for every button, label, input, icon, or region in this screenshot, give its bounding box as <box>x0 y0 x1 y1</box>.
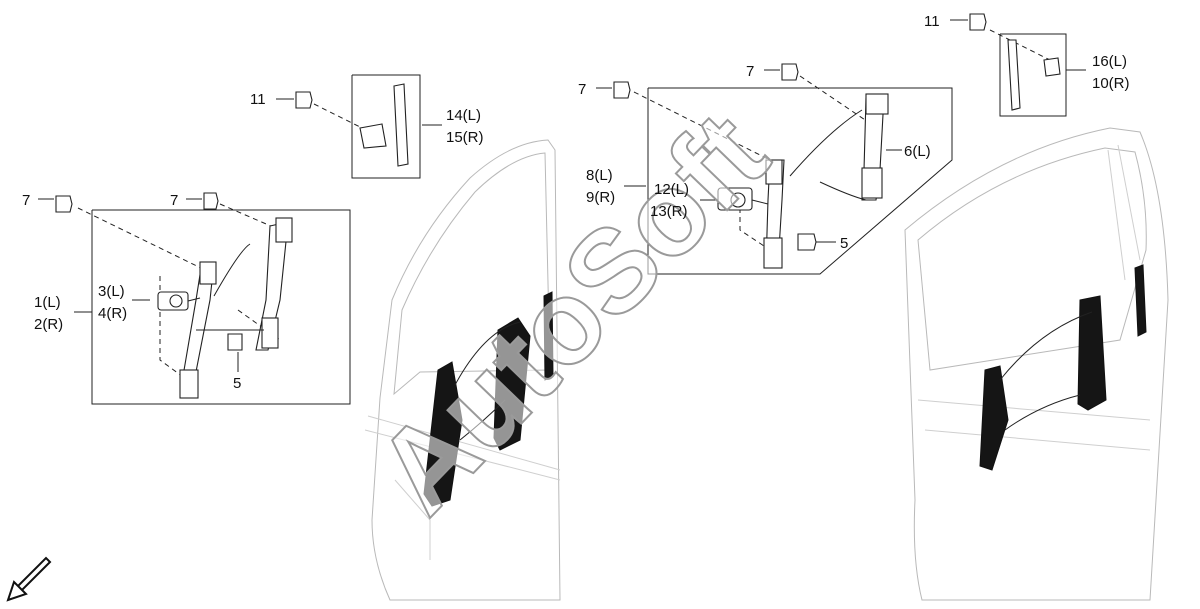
callout-bolt-11: 11 <box>250 91 266 108</box>
callout-motor-left: 12(L) <box>654 181 689 198</box>
callout-motor-right: 13(R) <box>650 203 688 220</box>
callout-channel-left: 14(L) <box>446 107 481 124</box>
front-channel-group <box>276 74 442 179</box>
bolt-icon <box>950 13 987 31</box>
callout-bolt-11: 11 <box>924 13 940 30</box>
callout-regulator-left: 1(L) <box>34 294 61 311</box>
rear-regulator-group <box>596 63 953 275</box>
bolt-icon <box>38 195 73 213</box>
bolt-icon <box>764 63 799 81</box>
front-motor-icon <box>157 291 201 311</box>
front-door-outline <box>364 139 561 601</box>
callout-channel-left: 16(L) <box>1092 53 1127 70</box>
bolt-icon <box>186 192 219 210</box>
bolt-icon <box>797 233 836 251</box>
callout-bolt-7: 7 <box>578 81 586 98</box>
callout-bolt-7: 7 <box>746 63 754 80</box>
front-direction-arrow-icon <box>6 556 52 602</box>
bolt-icon <box>227 333 243 372</box>
rear-door-outline <box>904 127 1169 601</box>
callout-regulator-right: 2(R) <box>34 316 63 333</box>
callout-bolt-7: 7 <box>170 192 178 209</box>
callout-bolt-5: 5 <box>840 235 848 252</box>
callout-bolt-7: 7 <box>22 192 30 209</box>
callout-assy-right: 9(R) <box>586 189 615 206</box>
rear-motor-icon <box>717 187 769 211</box>
callout-motor-left: 3(L) <box>98 283 125 300</box>
callout-motor-right: 4(R) <box>98 305 127 322</box>
watermark: AutoSoft <box>352 88 793 538</box>
callout-channel-right: 10(R) <box>1092 75 1130 92</box>
front-regulator-group <box>38 192 351 405</box>
callout-assy-left: 8(L) <box>586 167 613 184</box>
callout-channel-right: 15(R) <box>446 129 484 146</box>
rear-channel-group <box>950 13 1086 117</box>
callout-regulator-left: 6(L) <box>904 143 931 160</box>
bolt-icon <box>596 81 631 99</box>
callout-bolt-5: 5 <box>233 375 241 392</box>
bolt-icon <box>276 91 313 109</box>
